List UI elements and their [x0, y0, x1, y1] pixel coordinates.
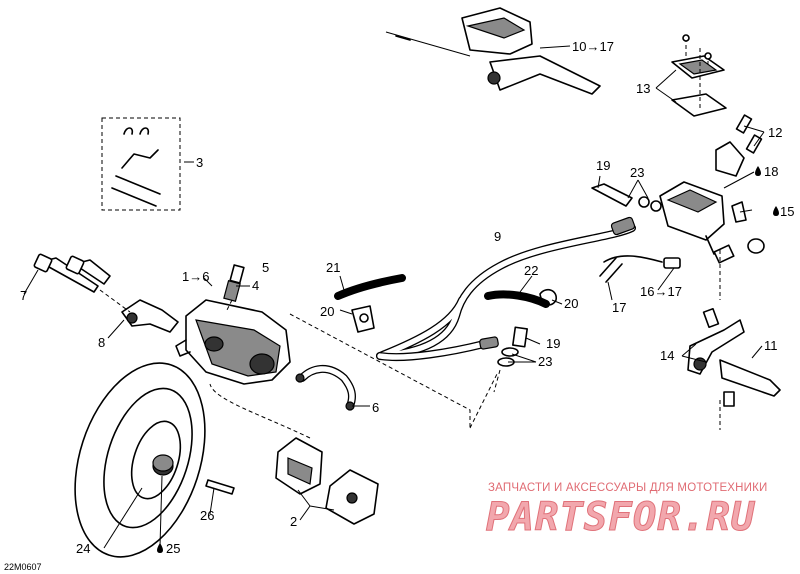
- callout-17: 17: [612, 300, 626, 315]
- handlebar-clamp: [715, 114, 763, 177]
- callout-2: 2: [290, 514, 297, 529]
- assembly-lines: [209, 48, 721, 439]
- callout-labels: 1→6 2 3 4 5 6 7 8 9 10→17 11 12 13 14 15…: [20, 39, 794, 556]
- watermark-tagline: ЗАПЧАСТИ И АКСЕССУАРЫ ДЛЯ МОТОТЕХНИКИ: [488, 482, 768, 494]
- reservoir-cover: [671, 34, 727, 117]
- callout-26: 26: [200, 508, 214, 523]
- brake-pad-front: [275, 437, 323, 495]
- callout-23-lower: 23: [538, 354, 552, 369]
- front-master-cylinder: [385, 7, 601, 95]
- callout-14: 14: [660, 348, 674, 363]
- callout-5: 5: [262, 260, 269, 275]
- callout-6: 6: [372, 400, 379, 415]
- main-brake-hose: [376, 216, 636, 362]
- callout-4: 4: [252, 278, 259, 293]
- callout-19-upper: 19: [596, 158, 610, 173]
- callout-16: 16→17: [640, 284, 682, 299]
- brake-caliper: [175, 299, 291, 385]
- callout-25: 25: [166, 541, 180, 556]
- callout-10: 10→17: [572, 39, 614, 54]
- caliper-brake-line: [295, 365, 356, 411]
- callout-21: 21: [326, 260, 340, 275]
- caliper-pins-kit: [101, 117, 181, 211]
- brake-lever-assembly: [687, 307, 781, 407]
- reservoir-cap: [731, 201, 765, 254]
- watermark: ЗАПЧАСТИ И АКСЕССУАРЫ ДЛЯ МОТОТЕХНИКИ PA…: [486, 482, 768, 541]
- caliper-bolts: [33, 253, 111, 293]
- callout-18: 18: [764, 164, 778, 179]
- callout-1: 1→6: [182, 269, 209, 284]
- callout-8: 8: [98, 335, 105, 350]
- spiral-hose-guide: [334, 274, 406, 300]
- caliper-bracket: [99, 289, 179, 333]
- callout-7: 7: [20, 288, 27, 303]
- callout-13: 13: [636, 81, 650, 96]
- callout-19-lower: 19: [546, 336, 560, 351]
- hose-protective-sleeve: [484, 290, 550, 308]
- callout-leaders: [23, 45, 765, 549]
- callout-20-left: 20: [320, 304, 334, 319]
- banjo-bolt-upper: [591, 183, 662, 212]
- callout-15: 15: [780, 204, 794, 219]
- brake-pin: [205, 479, 235, 495]
- callout-12: 12: [768, 125, 782, 140]
- callout-3: 3: [196, 155, 203, 170]
- rear-brake-line: [599, 255, 681, 283]
- brake-pad-rear: [325, 469, 379, 525]
- hose-clamp-left: [351, 305, 375, 333]
- brake-disc: [74, 362, 206, 558]
- watermark-logo: PARTSFOR.RU: [486, 495, 756, 540]
- banjo-fitting-lower: [493, 326, 528, 393]
- drawing-code: 22M0607: [4, 562, 42, 572]
- fluid-drop-icon-25: [157, 543, 163, 553]
- callout-11: 11: [764, 338, 778, 353]
- fluid-drop-icon-15: [773, 206, 779, 216]
- callout-20-right: 20: [564, 296, 578, 311]
- callout-22: 22: [524, 263, 538, 278]
- rear-master-cylinder: [659, 181, 735, 264]
- callout-24: 24: [76, 541, 90, 556]
- callout-9: 9: [494, 229, 501, 244]
- callout-23-upper: 23: [630, 165, 644, 180]
- fluid-drop-icon-18: [755, 166, 761, 176]
